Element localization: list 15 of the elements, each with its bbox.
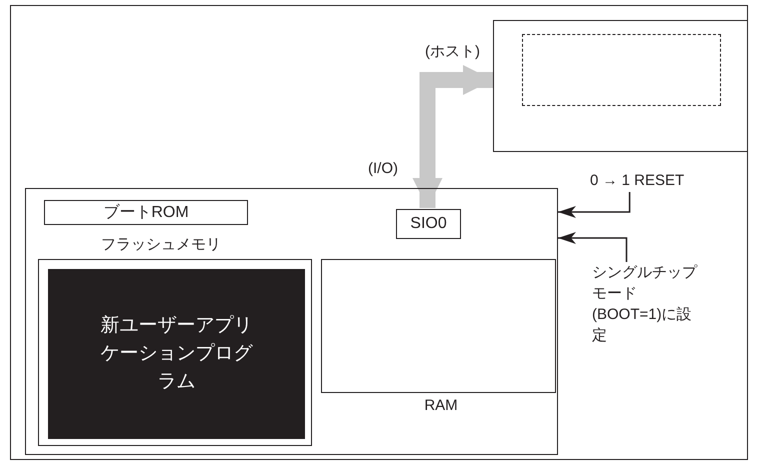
microcontroller-box bbox=[25, 188, 558, 455]
arrow bbox=[558, 232, 628, 262]
boot-rom-label: ブートROM bbox=[44, 200, 248, 225]
host-box bbox=[493, 20, 748, 152]
reset-signal-label: 0 → 1 RESET bbox=[590, 170, 710, 192]
data-transfer-arrow bbox=[412, 65, 493, 208]
flash-memory-heading: フラッシュメモリ bbox=[100, 235, 222, 254]
side-caption: (ホスト) bbox=[425, 42, 480, 61]
arrow bbox=[558, 192, 630, 218]
mode-setting-note: シングルチップモード(BOOT=1)に設定 bbox=[592, 262, 703, 346]
ram-heading: RAM bbox=[423, 397, 459, 414]
dashed-area-box bbox=[522, 34, 721, 106]
sio-port-label: SIO0 bbox=[396, 209, 461, 239]
side-caption: (I/O) bbox=[368, 160, 398, 177]
application-program-block: 新ユーザーアプリケーションプログラム bbox=[48, 269, 305, 439]
